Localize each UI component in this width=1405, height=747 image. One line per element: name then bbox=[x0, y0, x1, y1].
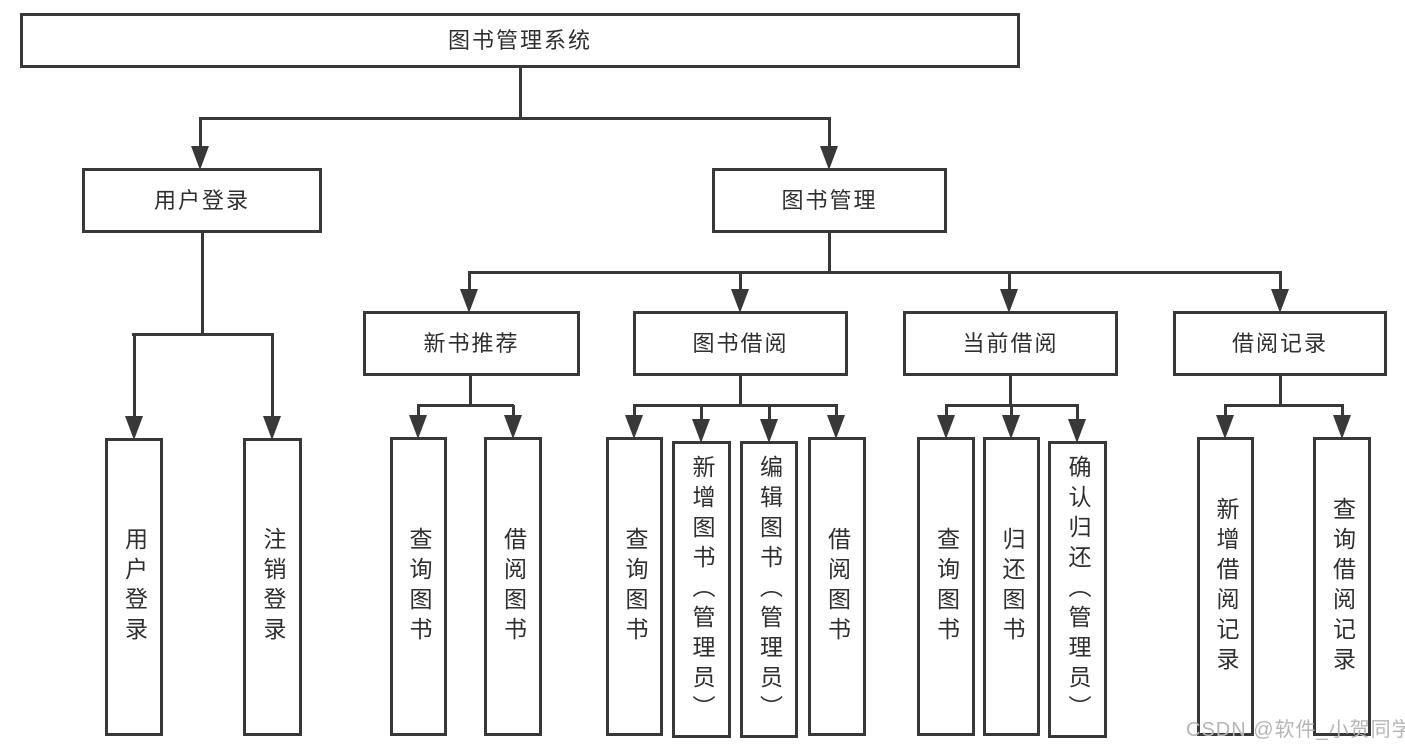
node-book-borrow: 图书借阅 bbox=[633, 311, 848, 376]
connector-arrow-shaft bbox=[632, 405, 636, 419]
connector-arrow-shaft bbox=[834, 405, 838, 419]
leaf-query-borrow-record: 查询借阅记录 bbox=[1313, 437, 1371, 736]
connector-arrow-shaft bbox=[1340, 405, 1344, 419]
connector-arrow-shaft bbox=[270, 334, 274, 420]
leaf-confirm-return-admin: 确认归还（管理员） bbox=[1048, 441, 1107, 738]
leaf-add-books-admin: 新增图书（管理员） bbox=[672, 441, 731, 738]
arrow-head-icon bbox=[504, 415, 522, 439]
connector-arrow-shaft bbox=[827, 118, 831, 150]
connector-arrow-shaft bbox=[944, 405, 948, 419]
arrow-head-icon bbox=[409, 415, 427, 439]
leaf-borrow-books-1: 借阅图书 bbox=[484, 437, 542, 736]
connector-vline bbox=[518, 65, 522, 120]
connector-arrow-shaft bbox=[416, 405, 420, 419]
connector-arrow-shaft bbox=[198, 118, 202, 150]
arrow-head-icon bbox=[1068, 419, 1086, 443]
connector-hline bbox=[199, 116, 831, 120]
arrow-head-icon bbox=[731, 289, 749, 313]
connector-arrow-shaft bbox=[1278, 272, 1282, 293]
node-current-borrow: 当前借阅 bbox=[903, 311, 1118, 376]
arrow-head-icon bbox=[692, 419, 710, 443]
arrow-head-icon bbox=[460, 289, 478, 313]
leaf-add-borrow-record: 新增借阅记录 bbox=[1197, 437, 1254, 736]
arrow-head-icon bbox=[1000, 289, 1018, 313]
arrow-head-icon bbox=[1216, 415, 1234, 439]
connector-hline bbox=[1224, 403, 1344, 407]
leaf-edit-books-admin: 编辑图书（管理员） bbox=[740, 441, 798, 738]
node-user-login: 用户登录 bbox=[82, 168, 322, 233]
leaf-query-books-2: 查询图书 bbox=[606, 437, 663, 736]
connector-arrow-shaft bbox=[467, 272, 471, 293]
connector-vline bbox=[827, 231, 831, 274]
connector-hline bbox=[468, 270, 1282, 274]
arrow-head-icon bbox=[1002, 415, 1020, 439]
connector-arrow-shaft bbox=[1007, 272, 1011, 293]
arrow-head-icon bbox=[263, 416, 281, 440]
connector-vline bbox=[468, 374, 472, 407]
connector-hline bbox=[417, 403, 514, 407]
leaf-user-login: 用户登录 bbox=[105, 438, 163, 736]
connector-vline bbox=[1008, 374, 1012, 407]
arrow-head-icon bbox=[820, 146, 838, 170]
arrow-head-icon bbox=[125, 416, 143, 440]
node-book-management: 图书管理 bbox=[712, 168, 947, 233]
connector-arrow-shaft bbox=[1009, 405, 1013, 419]
csdn-watermark: CSDN @软件_小贺同学 bbox=[1186, 719, 1405, 741]
leaf-borrow-books-2: 借阅图书 bbox=[808, 437, 866, 736]
arrow-head-icon bbox=[827, 415, 845, 439]
connector-vline bbox=[1278, 374, 1282, 407]
arrow-head-icon bbox=[625, 415, 643, 439]
arrow-head-icon bbox=[191, 146, 209, 170]
connector-arrow-shaft bbox=[1223, 405, 1227, 419]
arrow-head-icon bbox=[1271, 289, 1289, 313]
node-root: 图书管理系统 bbox=[20, 13, 1020, 68]
connector-arrow-shaft bbox=[767, 405, 771, 423]
connector-vline bbox=[200, 231, 204, 336]
node-new-book-recommend: 新书推荐 bbox=[363, 311, 580, 376]
arrow-head-icon bbox=[760, 419, 778, 443]
connector-arrow-shaft bbox=[132, 334, 136, 420]
connector-arrow-shaft bbox=[738, 272, 742, 293]
connector-hline bbox=[132, 332, 274, 336]
leaf-query-books-3: 查询图书 bbox=[917, 437, 975, 736]
connector-hline bbox=[633, 403, 838, 407]
arrow-head-icon bbox=[1333, 415, 1351, 439]
node-borrow-records: 借阅记录 bbox=[1173, 311, 1387, 376]
connector-arrow-shaft bbox=[511, 405, 515, 419]
connector-arrow-shaft bbox=[699, 405, 703, 423]
arrow-head-icon bbox=[937, 415, 955, 439]
connector-arrow-shaft bbox=[1075, 405, 1079, 423]
connector-vline bbox=[738, 374, 742, 407]
leaf-query-books-1: 查询图书 bbox=[390, 437, 447, 736]
leaf-logout: 注销登录 bbox=[243, 438, 302, 736]
leaf-return-books: 归还图书 bbox=[983, 437, 1040, 736]
